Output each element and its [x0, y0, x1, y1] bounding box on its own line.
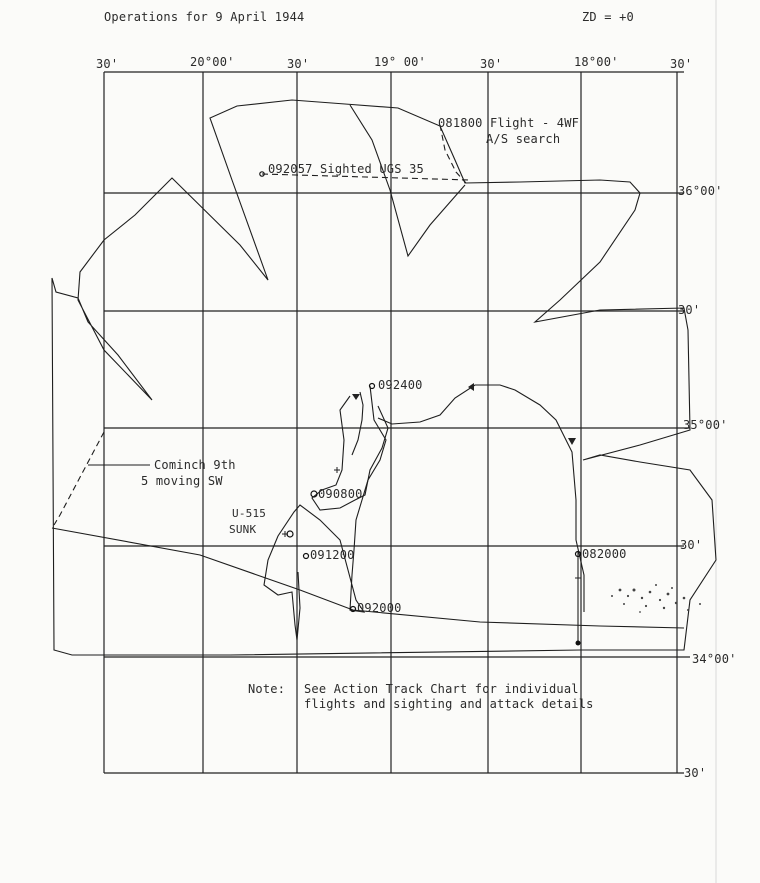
- cominch-dashed-line: [53, 431, 105, 526]
- flight-annotation: 081800 Flight - 4WF: [438, 116, 580, 130]
- position-marker-092000: [349, 605, 357, 613]
- u515-label: U-515: [232, 507, 267, 520]
- sighted-dashed-line: [261, 173, 471, 181]
- scan-speckle: [611, 584, 701, 613]
- position-marker-090800: [310, 490, 318, 498]
- direction-arrows: [352, 383, 576, 445]
- top-label-1: 30': [96, 57, 119, 71]
- note-line-2: flights and sighting and attack details: [304, 697, 594, 711]
- top-label-3: 30': [287, 57, 310, 71]
- right-label-3: 35°00': [683, 418, 728, 432]
- cominch-line-1: Cominch 9th: [154, 458, 236, 472]
- note-line-1: See Action Track Chart for individual: [304, 682, 579, 696]
- right-label-2: 30': [678, 303, 701, 317]
- end-marker: [575, 640, 581, 646]
- attack-area-track-3: [351, 391, 364, 456]
- outer-patrol-track: [51, 99, 717, 656]
- flight-dashed-track: [439, 124, 467, 184]
- position-label-082000: 082000: [582, 547, 627, 561]
- position-label-091200: 091200: [310, 548, 355, 562]
- top-label-7: 30': [670, 57, 693, 71]
- right-label-4: 30': [680, 538, 703, 552]
- return-track-from-east: [377, 384, 585, 612]
- chart-title: Operations for 9 April 1944: [104, 10, 305, 24]
- position-marker-091200: [302, 552, 310, 560]
- top-label-5: 30': [480, 57, 503, 71]
- search-annotation: A/S search: [486, 132, 561, 146]
- cominch-line-2: 5 moving SW: [141, 474, 223, 488]
- position-label-092400: 092400: [378, 378, 423, 392]
- right-label-5: 34°00': [692, 652, 737, 666]
- sunk-label: SUNK: [229, 523, 257, 536]
- position-label-092000: 092000: [357, 601, 402, 615]
- position-label-090800: 090800: [318, 487, 363, 501]
- sighted-annotation: 092057 Sighted UGS 35: [268, 162, 424, 176]
- right-label-6: 30': [684, 766, 707, 780]
- top-label-6: 18°00': [574, 55, 619, 69]
- attack-area-track-2: [311, 395, 389, 511]
- zone-description: ZD = +0: [582, 10, 634, 24]
- top-label-4: 19° 00': [374, 55, 426, 69]
- position-marker-092057: [259, 171, 265, 177]
- right-label-1: 36°00': [678, 184, 723, 198]
- position-marker-092400: [368, 382, 376, 390]
- cross-marks: [282, 467, 581, 581]
- search-zigzag-track: [349, 104, 466, 258]
- top-label-2: 20°00': [190, 55, 235, 69]
- note-label: Note:: [248, 682, 286, 696]
- position-marker-082000: [574, 550, 582, 558]
- chart-grid: [103, 71, 690, 774]
